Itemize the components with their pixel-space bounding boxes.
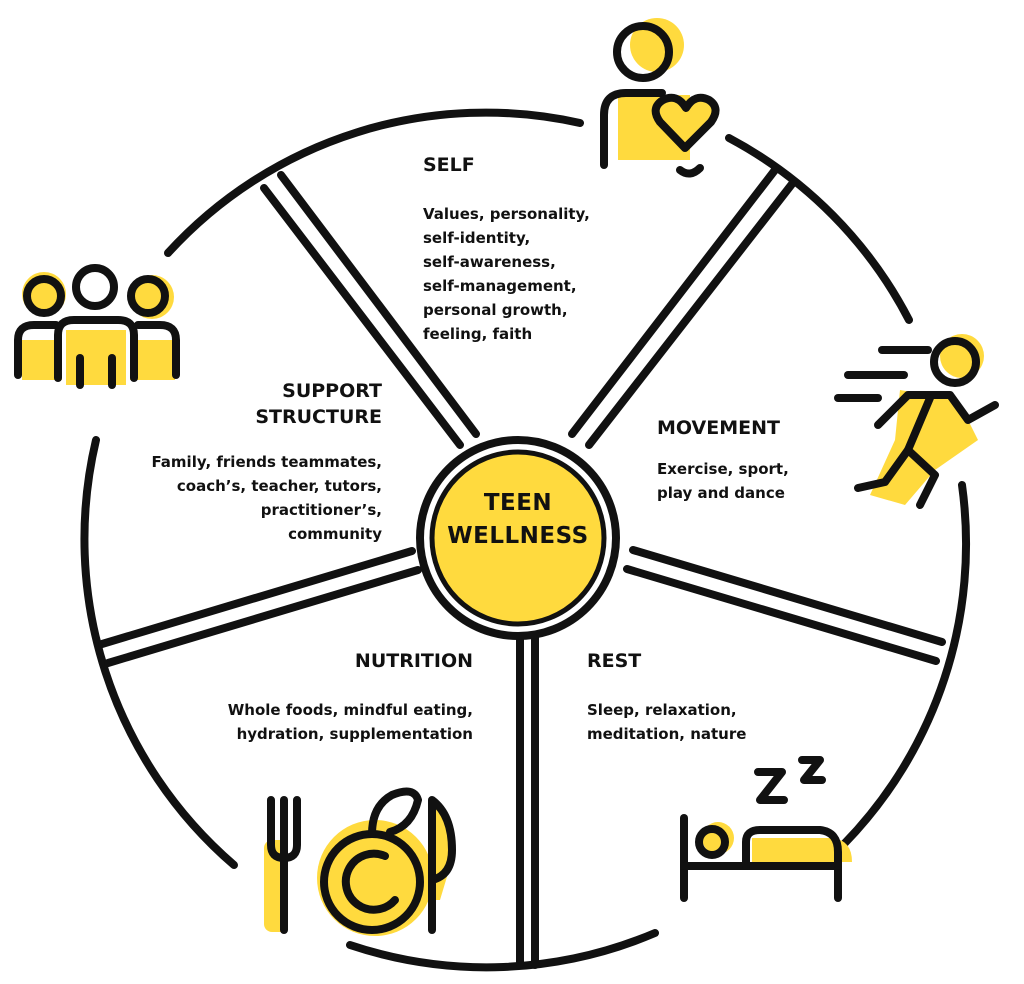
segment-nutrition-line: Whole foods, mindful eating, <box>227 701 473 719</box>
segment-support-desc: Family, friends teammates, coach’s, teac… <box>110 450 382 546</box>
center-title-line2: WELLNESS <box>447 523 589 549</box>
segment-self-line: self-awareness, <box>423 253 556 271</box>
sleeping-bed-icon <box>680 756 852 902</box>
segment-support-title: SUPPORT STRUCTURE <box>110 378 382 430</box>
segment-movement-desc: Exercise, sport, play and dance <box>657 457 827 505</box>
segment-support-title-line: STRUCTURE <box>255 406 382 428</box>
segment-self-line: Values, personality, <box>423 205 590 223</box>
center-title: TEEN WELLNESS <box>432 487 604 553</box>
segment-support-line: practitioner’s, <box>260 501 382 519</box>
segment-rest-title: REST <box>587 650 642 672</box>
segment-self-line: self-management, <box>423 277 577 295</box>
segment-self: SELF Values, personality, self-identity,… <box>423 152 643 346</box>
segment-self-line: self-identity, <box>423 229 531 247</box>
fork-plate-knife-icon <box>264 787 456 936</box>
segment-support: SUPPORT STRUCTURE Family, friends teamma… <box>110 378 382 546</box>
segment-self-desc: Values, personality, self-identity, self… <box>423 202 643 346</box>
segment-nutrition-title: NUTRITION <box>354 650 473 672</box>
outer-ring <box>80 108 970 972</box>
segment-self-line: personal growth, <box>423 301 568 319</box>
segment-rest-line: Sleep, relaxation, <box>587 701 737 719</box>
group-people-icon <box>14 264 180 389</box>
segment-movement-line: play and dance <box>657 484 785 502</box>
segment-support-line: Family, friends teammates, <box>151 453 382 471</box>
segment-self-line: feeling, faith <box>423 325 533 343</box>
segment-movement: MOVEMENT Exercise, sport, play and dance <box>657 415 827 505</box>
center-title-line1: TEEN <box>483 490 553 516</box>
segment-support-line: community <box>288 525 382 543</box>
center-hub <box>416 436 620 640</box>
segment-rest-desc: Sleep, relaxation, meditation, nature <box>587 698 787 746</box>
segment-self-title: SELF <box>423 154 475 176</box>
segment-nutrition-line: hydration, supplementation <box>236 725 473 743</box>
segment-movement-title: MOVEMENT <box>657 417 780 439</box>
segment-support-title-line: SUPPORT <box>282 380 382 402</box>
spokes <box>98 166 946 969</box>
runner-icon <box>834 334 999 509</box>
person-heart-icon <box>600 18 720 178</box>
segment-support-line: coach’s, teacher, tutors, <box>176 477 382 495</box>
segment-nutrition: NUTRITION Whole foods, mindful eating, h… <box>175 648 473 746</box>
segment-nutrition-desc: Whole foods, mindful eating, hydration, … <box>175 698 473 746</box>
segment-movement-line: Exercise, sport, <box>657 460 789 478</box>
segment-rest-line: meditation, nature <box>587 725 747 743</box>
segment-rest: REST Sleep, relaxation, meditation, natu… <box>587 648 787 746</box>
